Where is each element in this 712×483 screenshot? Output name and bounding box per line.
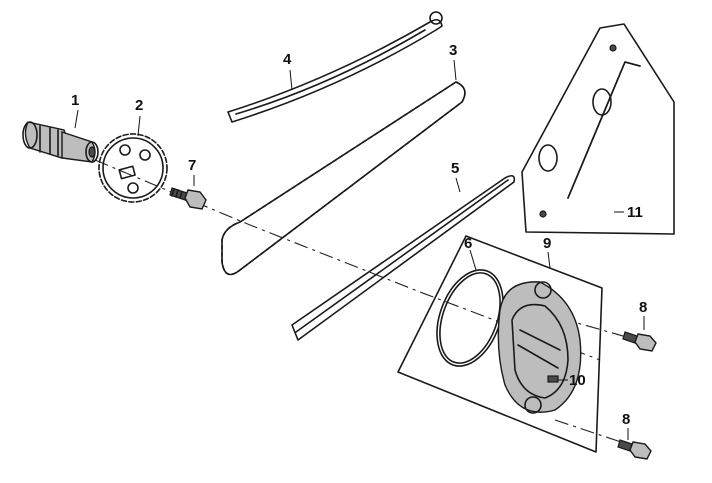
callout-3: 3 — [449, 42, 458, 59]
leader-5 — [455, 177, 461, 193]
side-cover-panel — [397, 235, 603, 453]
callout-2: 2 — [135, 97, 144, 114]
bolt-upper — [622, 331, 657, 352]
leader-3 — [453, 59, 457, 81]
callout-10: 10 — [569, 372, 586, 389]
callout-4: 4 — [283, 51, 292, 68]
callout-8a: 8 — [639, 299, 648, 316]
callout-9: 9 — [543, 235, 552, 252]
leader-9 — [547, 251, 551, 269]
callout-5: 5 — [451, 160, 460, 177]
leader-6 — [469, 249, 477, 271]
cam-chain — [221, 81, 466, 276]
leader-4 — [289, 69, 293, 91]
chain-guide-upper — [227, 11, 443, 123]
leader-1 — [74, 109, 79, 129]
leader-2 — [137, 115, 141, 137]
housing-pin — [547, 375, 559, 383]
callout-11: 11 — [627, 204, 643, 221]
sprocket-bolt — [169, 187, 207, 210]
camshaft — [22, 121, 99, 163]
callout-8b: 8 — [622, 411, 631, 428]
cam-sprocket — [98, 133, 168, 203]
tensioner-housing — [497, 281, 582, 414]
callout-6: 6 — [464, 235, 473, 252]
callout-7: 7 — [188, 157, 197, 174]
bolt-axis-line-lower — [554, 419, 631, 446]
parts-kit-box — [521, 23, 675, 235]
callout-1: 1 — [71, 92, 80, 109]
chain-guide-lower — [291, 174, 516, 341]
bolt-lower — [617, 439, 652, 460]
